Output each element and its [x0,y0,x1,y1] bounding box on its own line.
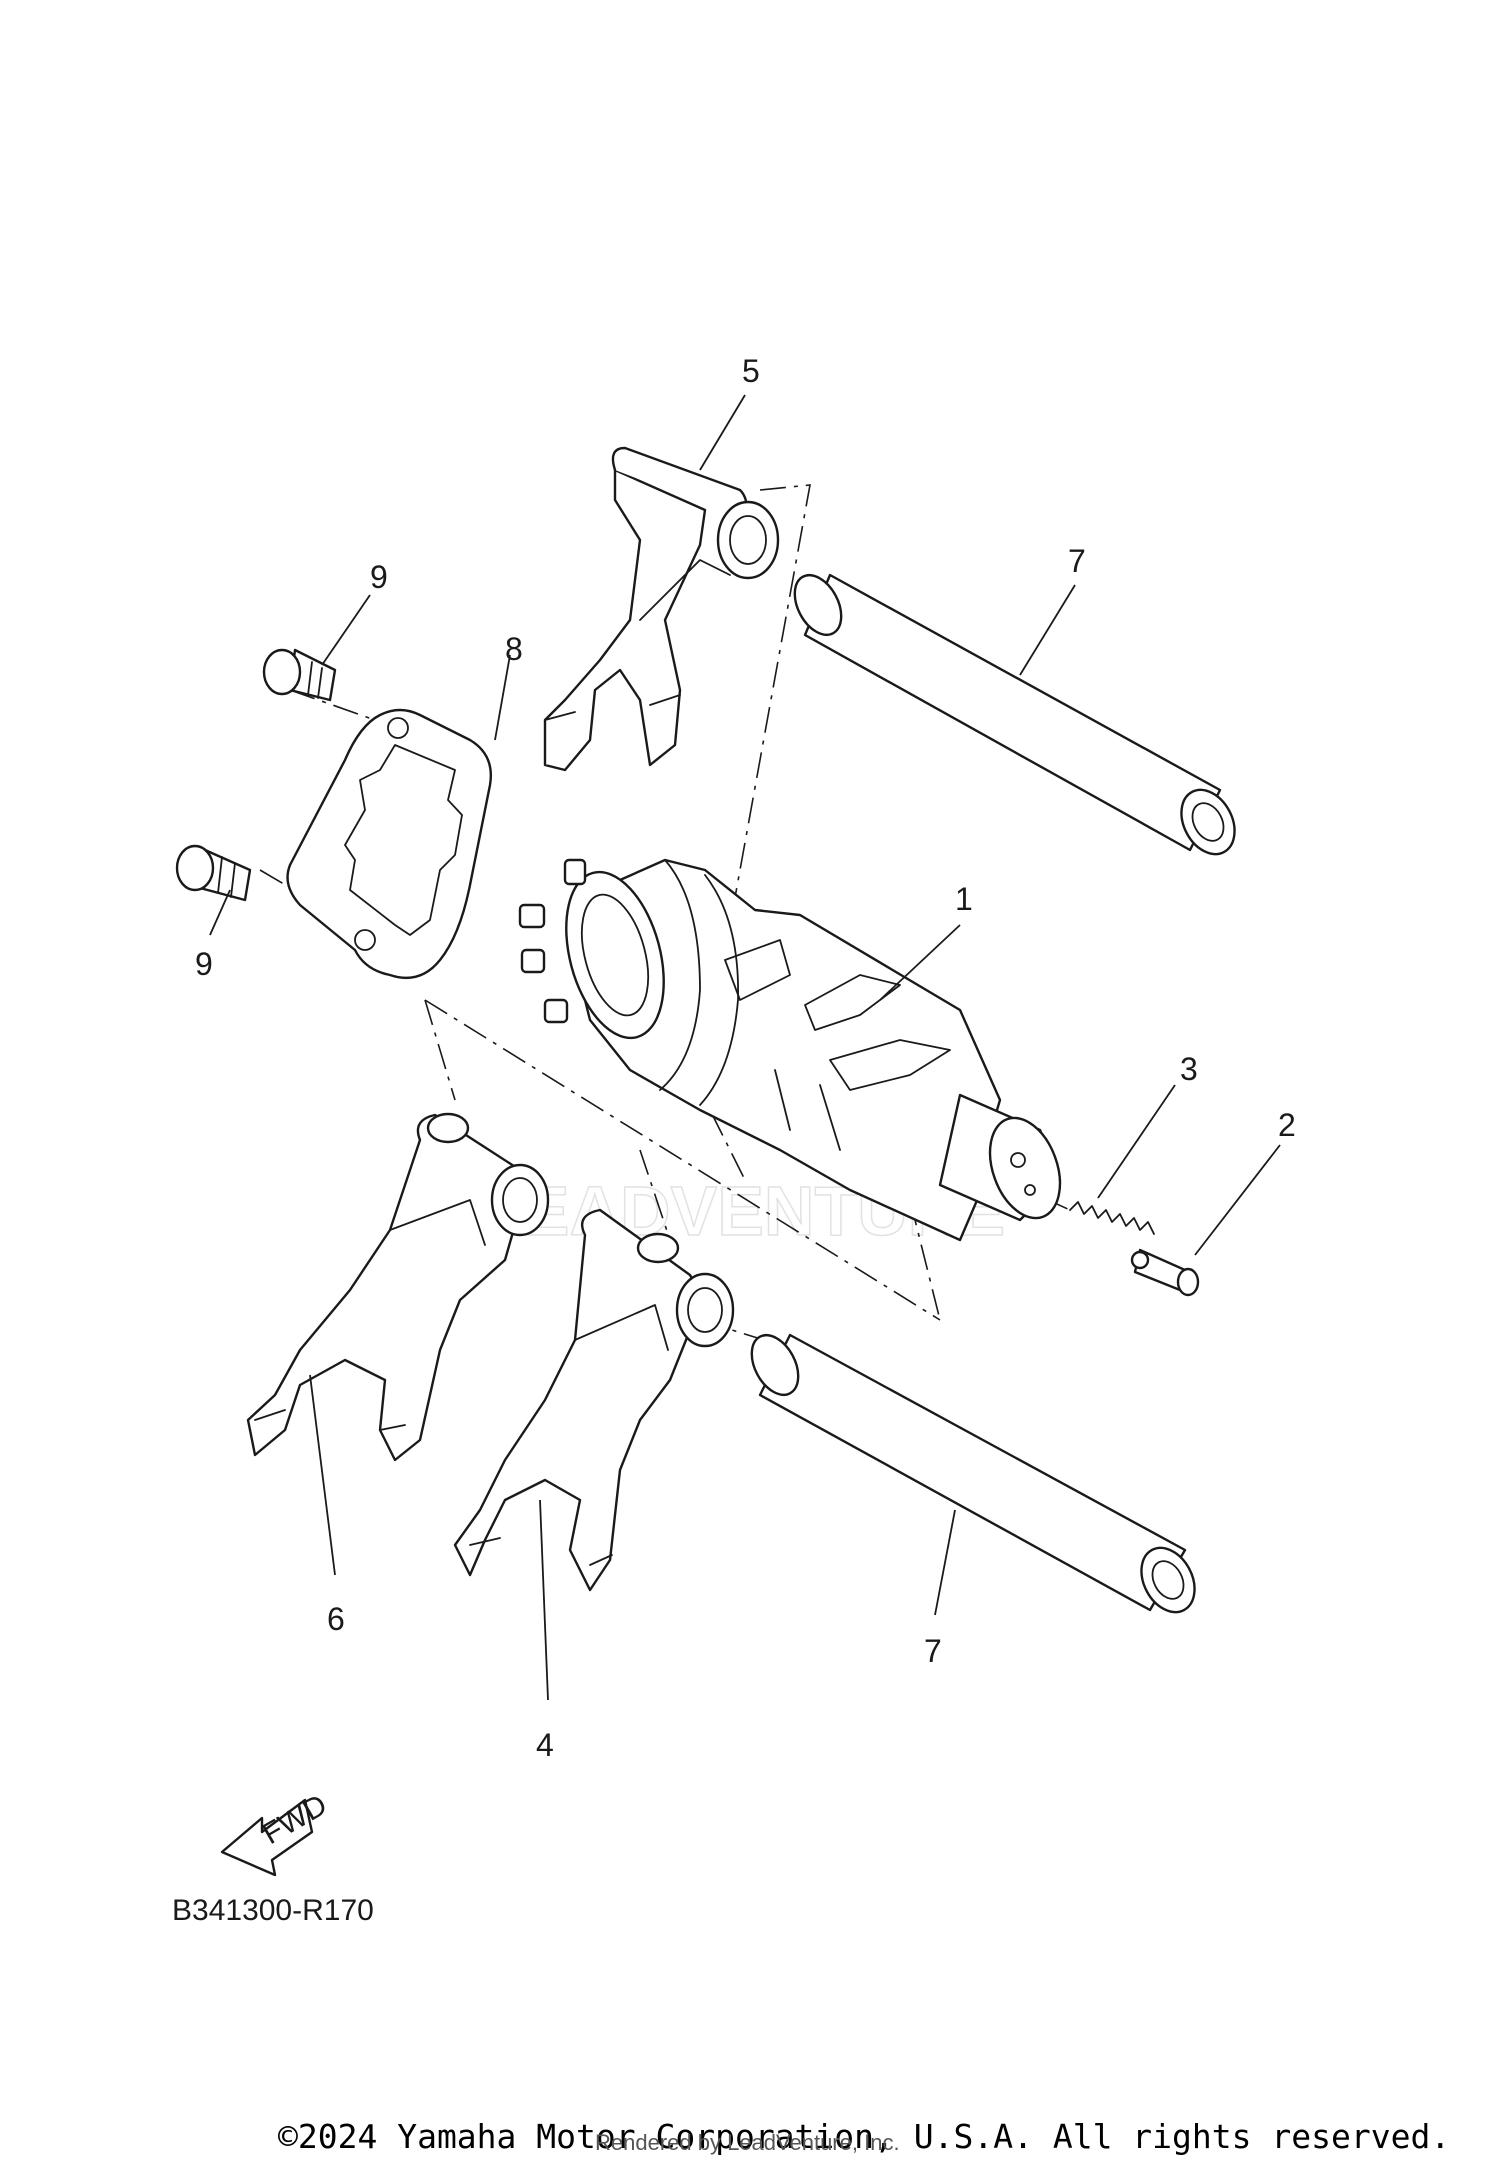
diagram-code: B341300-R170 [172,1894,374,1927]
leader-lines [209,394,1281,1701]
callout-9-lower: 9 [195,946,213,982]
fork-guide-bar-lower [750,1333,1196,1614]
pin [1130,1248,1200,1297]
callout-2: 2 [1278,1107,1296,1143]
shift-fork-upper [543,446,780,772]
shift-fork-center [453,1208,735,1592]
callout-4: 4 [536,1727,554,1763]
callout-7-lower: 7 [924,1633,942,1669]
shift-drum [518,858,1062,1242]
rendered-by-text: Rendered by LeadVenture, Inc. [595,2130,900,2155]
bolt-lower [175,844,252,902]
callout-8: 8 [505,631,523,667]
callout-6: 6 [327,1601,345,1637]
shift-fork-left [246,1112,550,1462]
callout-3: 3 [1180,1051,1198,1087]
bolt-upper [262,648,337,702]
copyright-text: ©2024 Yamaha Motor Corporation, U.S.A. A… [278,2117,1450,2156]
fork-guide-bar-upper [793,573,1236,856]
segment-plate [286,708,492,980]
fwd-arrow-icon: FWD [220,1788,333,1877]
callout-7-upper: 7 [1068,543,1086,579]
callout-9-upper: 9 [370,559,388,595]
spring [1069,1201,1155,1235]
callout-5: 5 [742,353,760,389]
callout-1: 1 [955,881,973,917]
